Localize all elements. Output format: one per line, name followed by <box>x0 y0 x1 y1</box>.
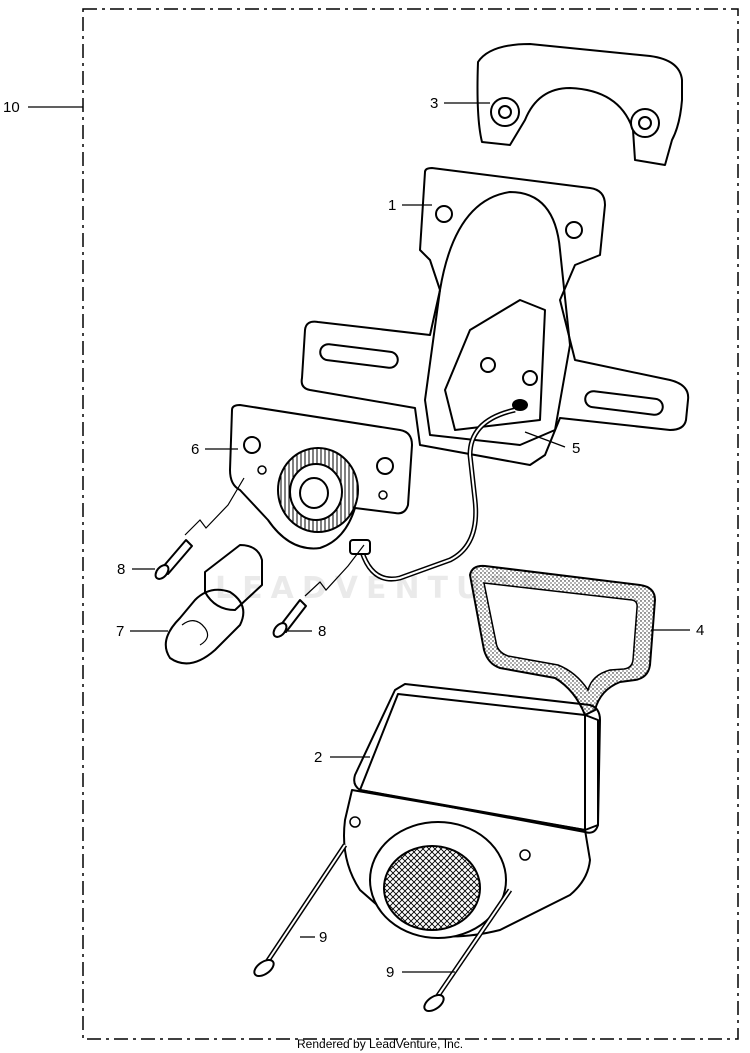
callout-1: 1 <box>388 197 396 214</box>
leader-lines <box>28 102 690 973</box>
callout-8-right: 8 <box>318 623 326 640</box>
callout-4: 4 <box>696 622 704 639</box>
part-5-grommet <box>512 399 528 411</box>
callout-5: 5 <box>572 440 580 457</box>
callout-9-left: 9 <box>319 929 327 946</box>
footer-credit: Rendered by LeadVenture, Inc. <box>297 1037 463 1051</box>
callout-7: 7 <box>116 623 124 640</box>
part-8-screw-left <box>154 539 193 580</box>
part-1-bracket <box>300 167 690 466</box>
part-4-gasket <box>468 564 657 717</box>
callout-8-left: 8 <box>117 561 125 578</box>
callout-assembly: 10 <box>3 99 20 116</box>
callout-2: 2 <box>314 749 322 766</box>
callout-9-right: 9 <box>386 964 394 981</box>
part-9-screw-left <box>253 843 348 977</box>
assembly-boundary <box>82 8 739 1040</box>
part-3-cover <box>476 43 683 166</box>
part-2-lens-housing <box>343 683 601 939</box>
part-8-screw-right <box>272 599 307 638</box>
part-9-screw-right <box>423 888 513 1012</box>
part-6-socket <box>229 404 413 550</box>
callout-6: 6 <box>191 441 199 458</box>
callout-3: 3 <box>430 95 438 112</box>
part-7-bulb <box>164 544 263 665</box>
